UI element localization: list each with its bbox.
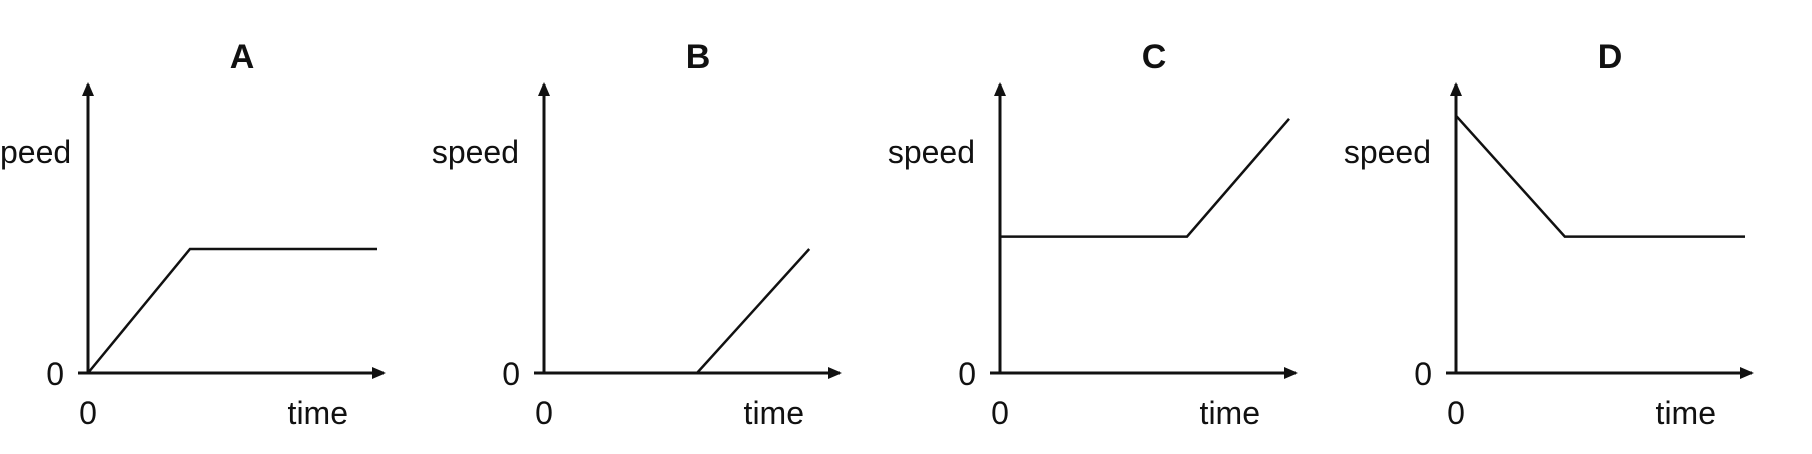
graph-b-speed-line — [544, 248, 811, 375]
graph-c-y-tick-zero: 0 — [958, 356, 976, 392]
graph-c-speed-line — [1000, 117, 1290, 238]
graph-c-x-tick-zero: 0 — [991, 395, 1009, 431]
graph-d-x-tick-zero: 0 — [1447, 395, 1465, 431]
graph-c-title: C — [1142, 38, 1167, 76]
graph-b-title: B — [686, 38, 711, 76]
graph-d-y-tick-zero: 0 — [1414, 356, 1432, 392]
graph-b-x-tick-zero: 0 — [535, 395, 553, 431]
graph-b-y-label: speed — [432, 134, 519, 170]
graph-d-speed-line — [1455, 114, 1745, 238]
graph-b-x-label: time — [744, 395, 804, 431]
graph-a-x-label: time — [288, 395, 348, 431]
graph-a-speed-line — [87, 247, 377, 374]
graph-c-x-label: time — [1200, 395, 1260, 431]
graph-c: C speed time 0 0 — [888, 38, 1298, 431]
graph-d-y-label: speed — [1344, 134, 1431, 170]
graph-a-x-tick-zero: 0 — [79, 395, 97, 431]
graph-b-y-tick-zero: 0 — [502, 356, 520, 392]
graph-d: D speed time 0 0 — [1344, 38, 1754, 431]
graph-d-title: D — [1598, 38, 1623, 76]
graph-b: B speed time 0 0 — [432, 38, 842, 431]
graph-a-y-tick-zero: 0 — [46, 356, 64, 392]
graph-a-title: A — [230, 38, 255, 76]
graph-c-y-label: speed — [888, 134, 975, 170]
graph-d-x-label: time — [1656, 395, 1716, 431]
graph-a: A speed time 0 0 — [0, 38, 386, 431]
graph-a-y-label: speed — [0, 134, 71, 170]
